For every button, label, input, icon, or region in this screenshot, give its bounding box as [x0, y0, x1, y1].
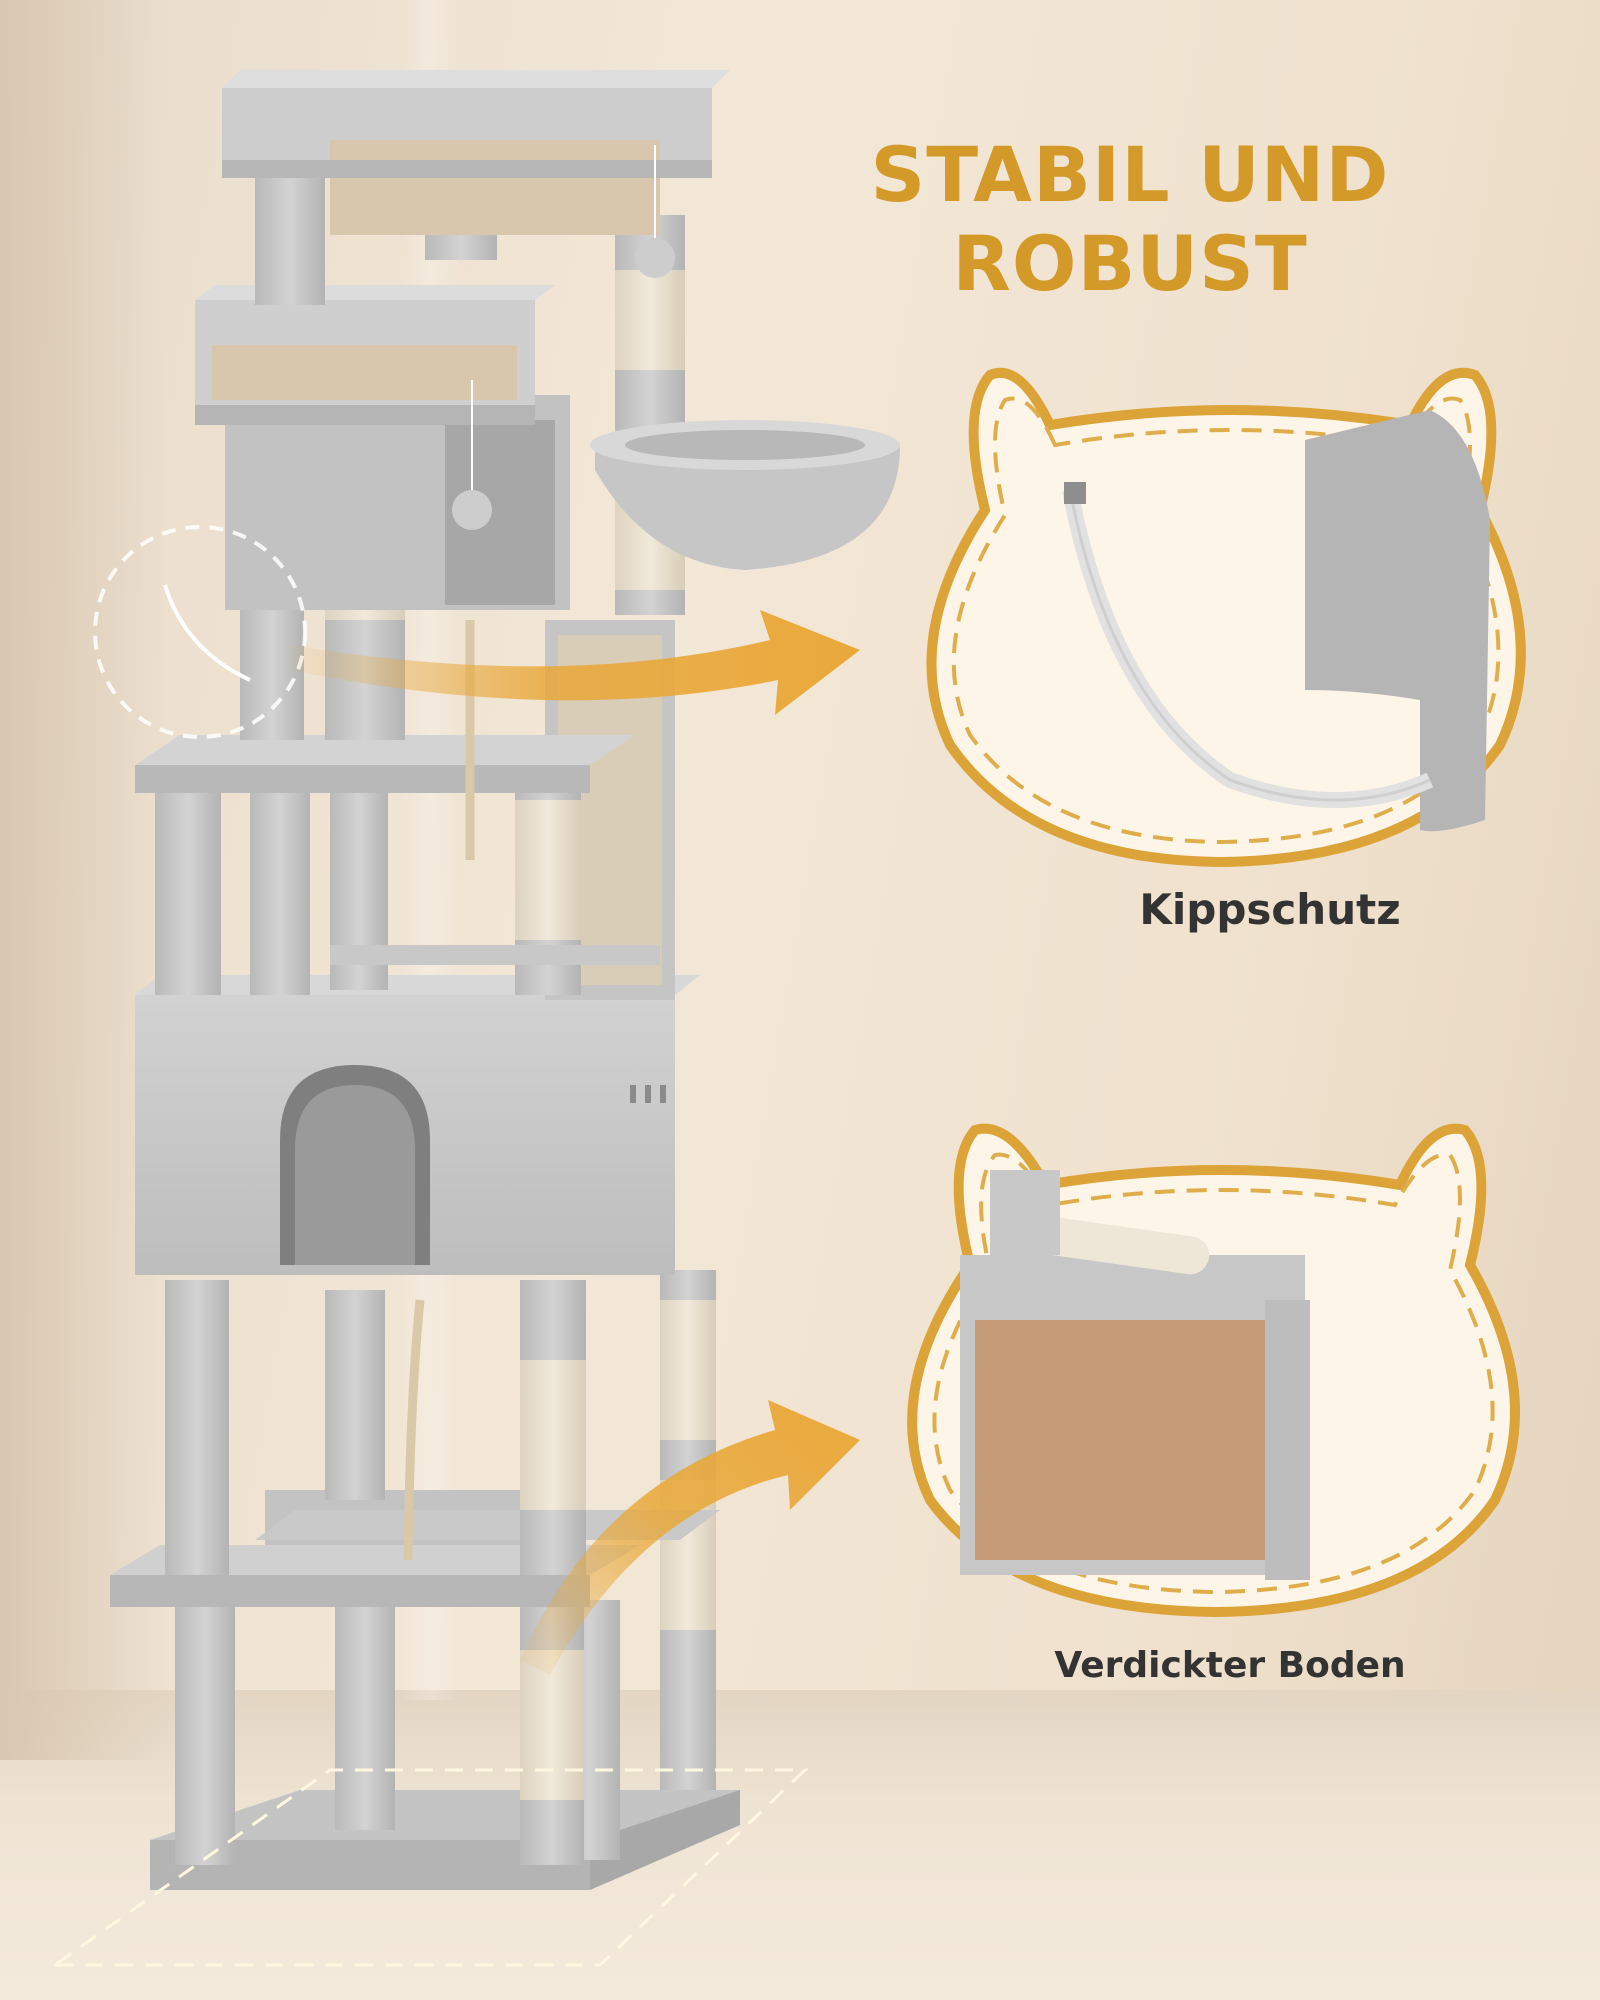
dangling-rope — [403, 1299, 425, 1561]
basket-bed — [590, 420, 900, 570]
post — [255, 155, 325, 305]
cat-condo — [135, 975, 700, 1275]
headline: STABIL UND ROBUST — [870, 130, 1390, 308]
wall-shadow — [0, 0, 170, 1760]
base-platform — [150, 1790, 740, 1890]
sisal-post — [520, 1280, 586, 1575]
lower-platform — [110, 1545, 640, 1607]
top-perch — [222, 70, 730, 278]
sisal-post — [520, 1605, 584, 1865]
highlight-circle-icon — [93, 525, 307, 739]
upper-cube — [225, 395, 570, 610]
feature-label-kippschutz: Kippschutz — [1139, 885, 1401, 934]
post — [325, 1290, 385, 1500]
cat-tree — [110, 70, 900, 1890]
post — [175, 1605, 235, 1865]
post — [250, 785, 310, 995]
post — [165, 1280, 229, 1575]
post — [155, 760, 221, 995]
arrow-icon — [290, 610, 860, 715]
base-footprint-outline — [50, 1768, 809, 1967]
second-perch — [195, 285, 555, 530]
callout-kippschutz — [926, 367, 1526, 868]
crossbar — [330, 945, 660, 965]
callout-verdickter-boden — [907, 1123, 1520, 1618]
feature-label-verdickter-boden: Verdickter Boden — [1054, 1645, 1406, 1686]
arrow-icon — [520, 1400, 860, 1675]
post — [335, 1600, 395, 1830]
middle-platform — [135, 735, 635, 793]
